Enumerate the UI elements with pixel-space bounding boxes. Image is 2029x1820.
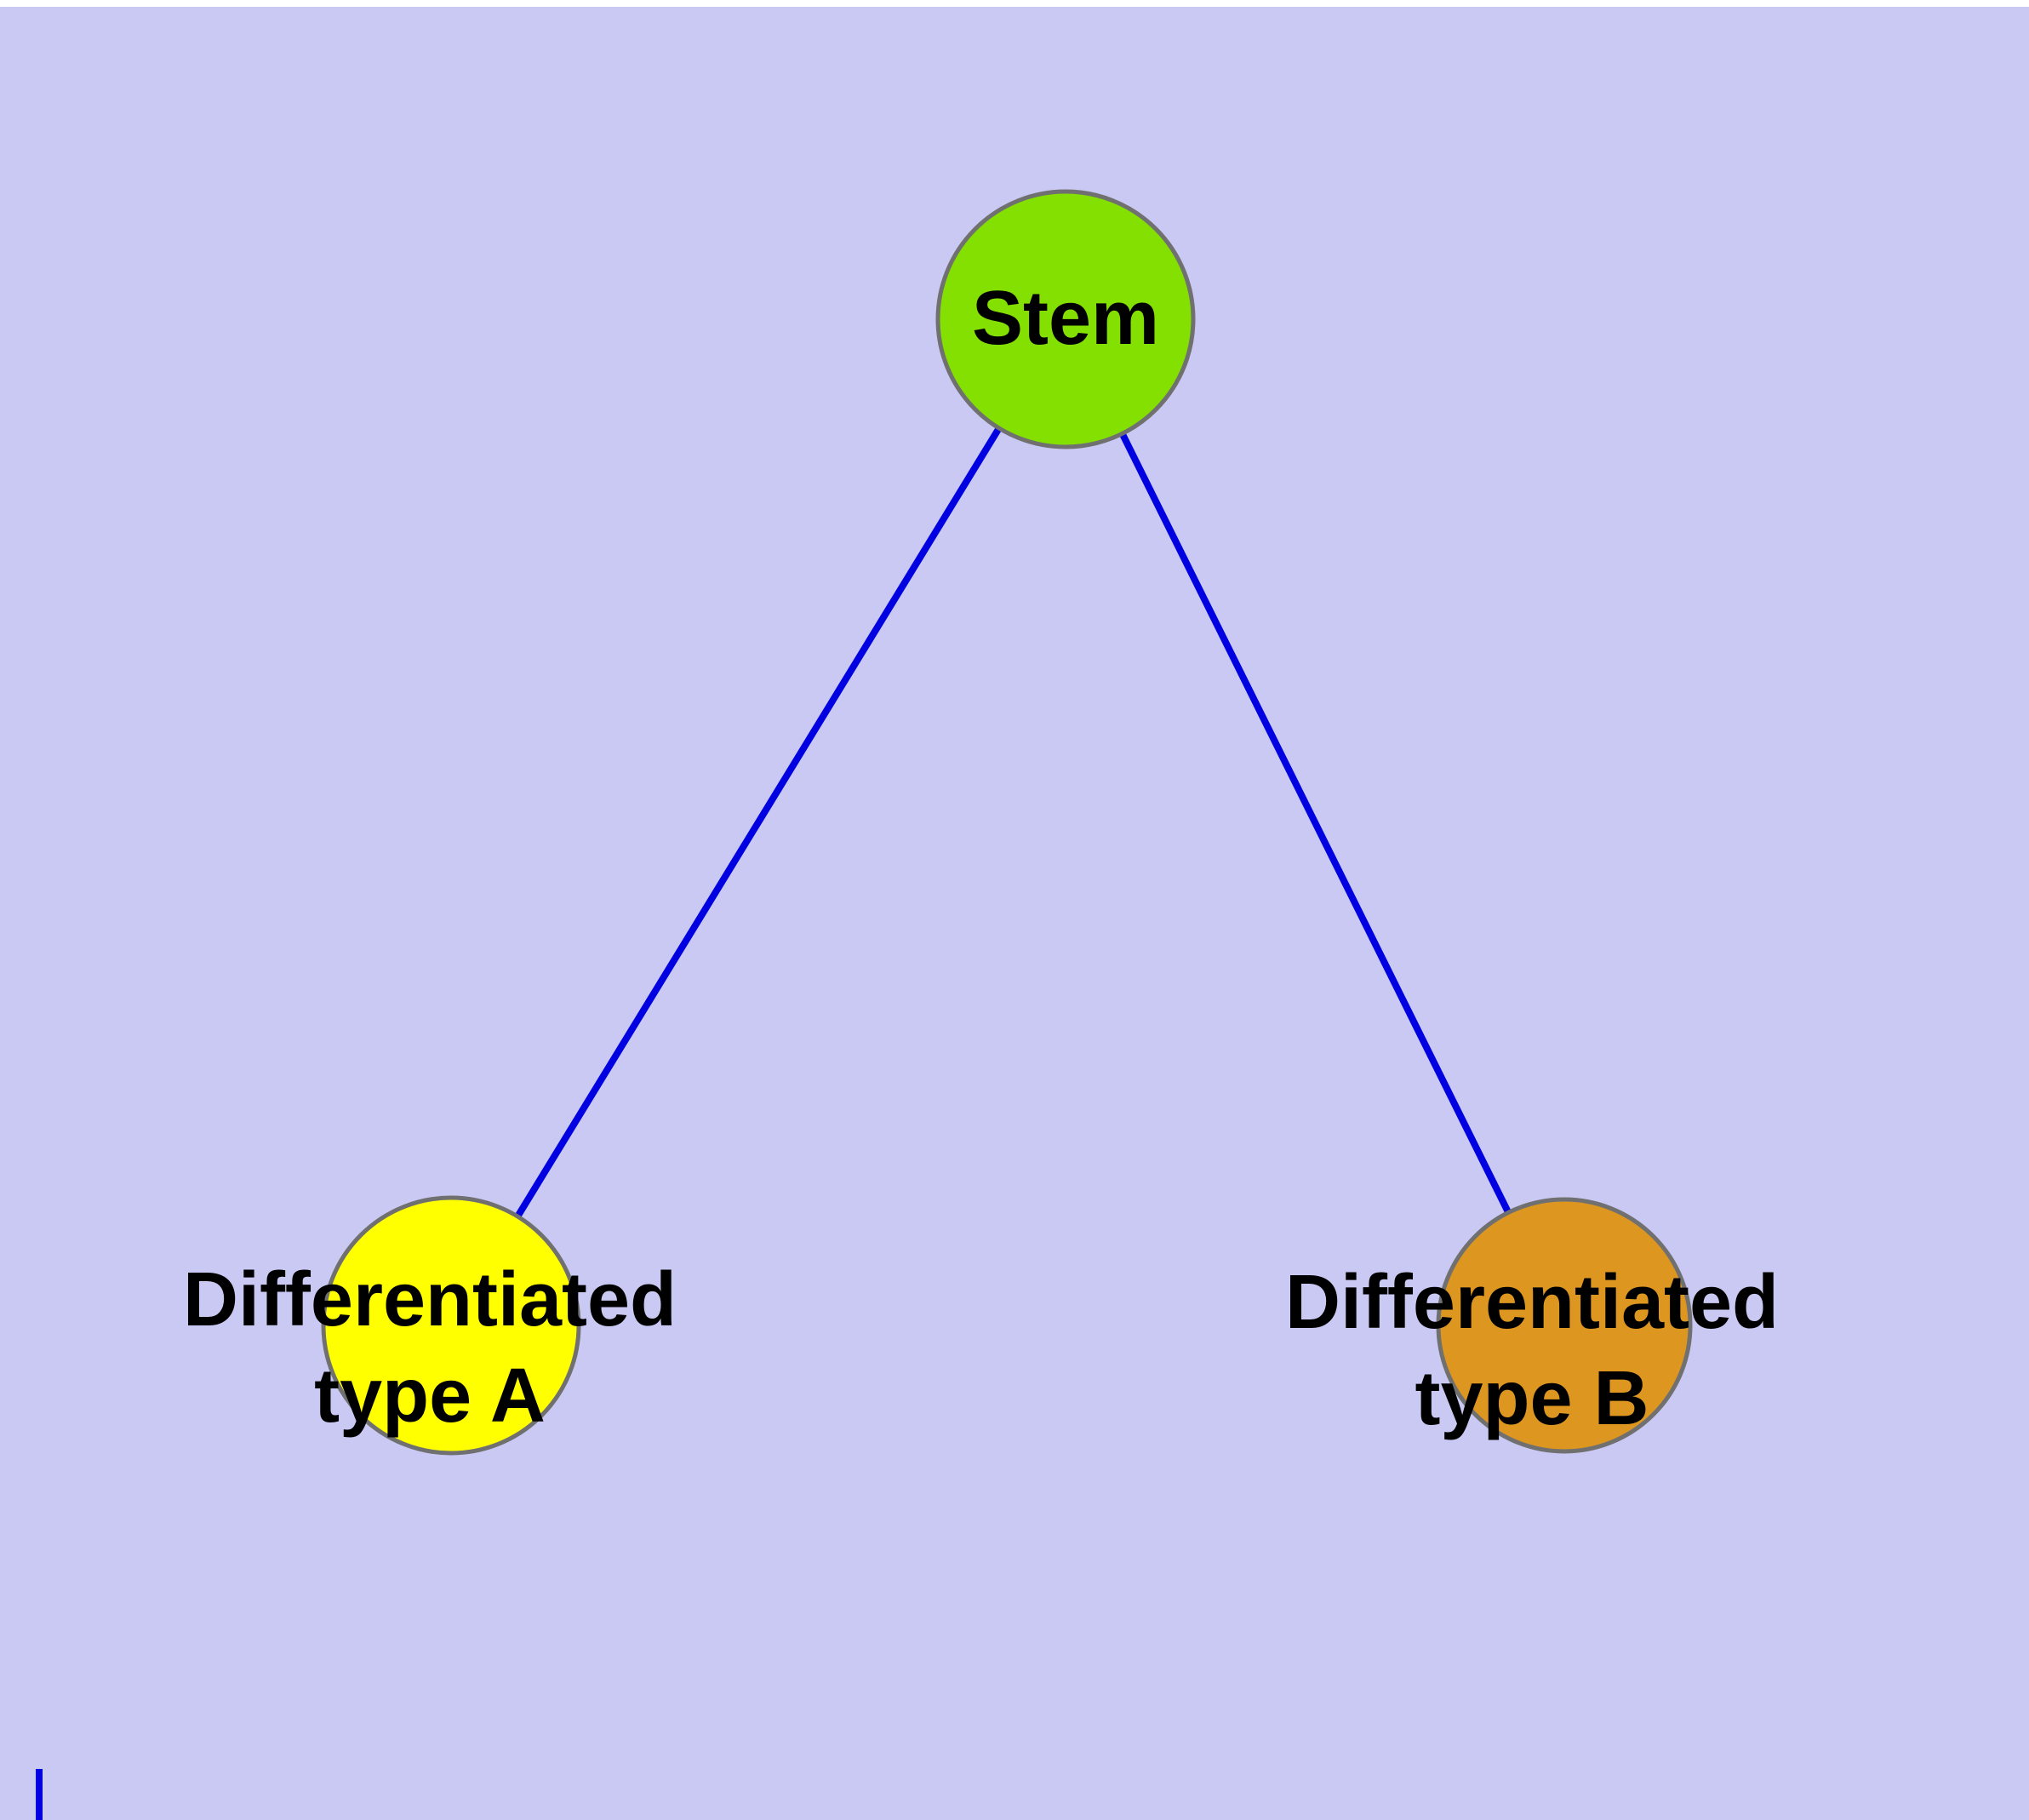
edge-stem-to-type-a [448,317,1069,1328]
node-stem-label: Stem [972,276,1159,361]
node-type-a-label-line2: type A [314,1354,546,1439]
node-type-a-label-line1: Differentiated [183,1257,677,1342]
node-differentiated-type-b [1436,1197,1693,1454]
node-stem [935,189,1196,449]
node-type-b-label-line2: type B [1415,1356,1649,1441]
node-type-b-label-line1: Differentiated [1285,1260,1779,1345]
edge-stem-to-type-b [1062,318,1568,1327]
node-differentiated-type-a [321,1195,581,1456]
